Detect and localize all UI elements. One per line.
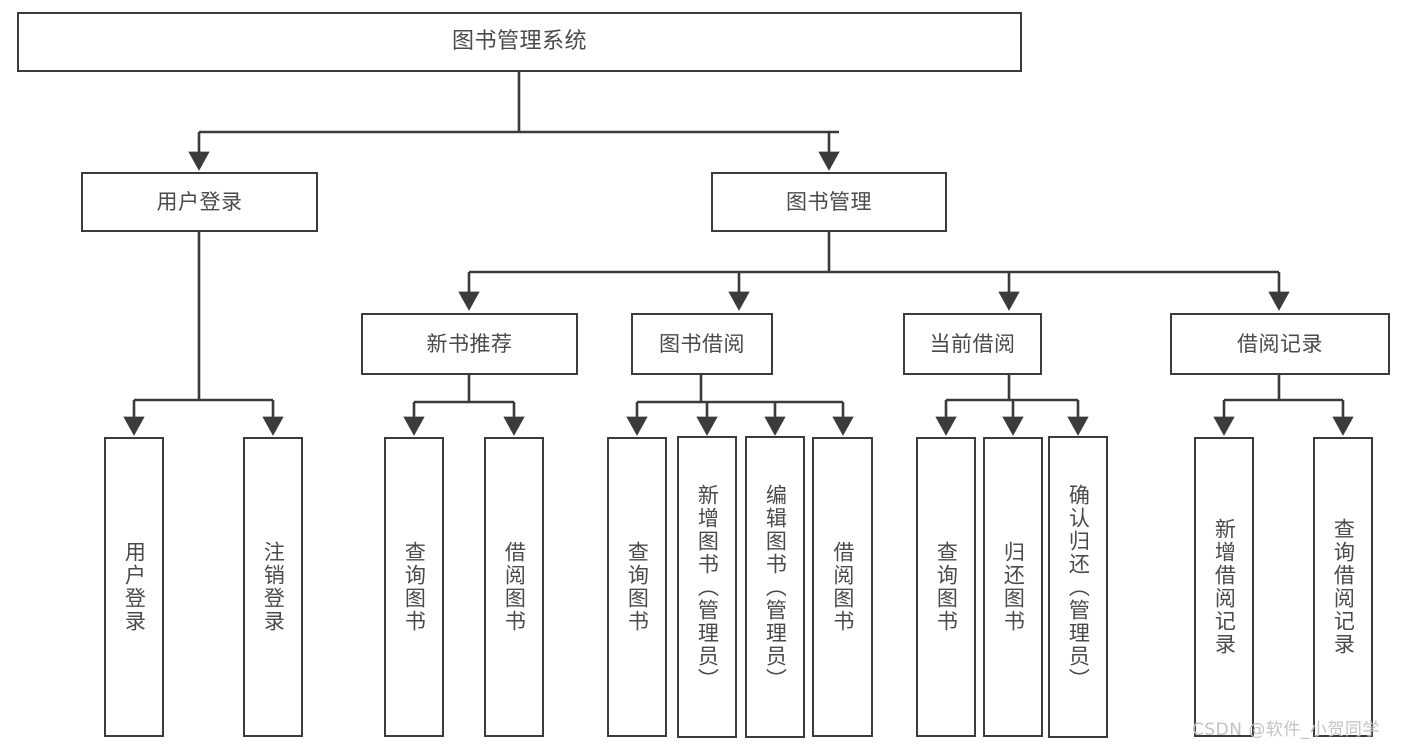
node-label: 当前借阅 [929,331,1016,356]
node-label: 查询图书 [625,541,650,633]
node-label: 确认归还（管理员） [1066,483,1091,691]
node-label: 新增借阅记录 [1212,518,1237,656]
leaf-edit-book-admin[interactable]: 编辑图书（管理员） [745,436,805,738]
node-label: 借阅图书 [502,541,527,633]
node-label: 图书管理 [786,189,872,214]
node-label: 编辑图书（管理员） [763,483,788,691]
leaf-query-book-recommendation[interactable]: 查询图书 [384,437,444,737]
leaf-user-login[interactable]: 用户登录 [104,437,164,737]
leaf-add-book-admin[interactable]: 新增图书（管理员） [677,436,737,738]
node-new-book-recommendation[interactable]: 新书推荐 [361,313,578,375]
node-label: 查询借阅记录 [1331,518,1356,656]
node-label: 用户登录 [122,541,147,633]
node-label: 新增图书（管理员） [695,483,720,691]
node-book-manage[interactable]: 图书管理 [711,172,947,232]
node-label: 查询图书 [402,541,427,633]
node-book-borrow[interactable]: 图书借阅 [631,313,773,375]
leaf-query-book-current[interactable]: 查询图书 [916,437,976,737]
node-label: 图书借阅 [659,331,745,356]
node-label: 查询图书 [934,541,959,633]
leaf-borrow-book-recommendation[interactable]: 借阅图书 [484,437,544,737]
leaf-confirm-return-admin[interactable]: 确认归还（管理员） [1048,436,1108,738]
node-label: 借阅记录 [1237,331,1323,356]
node-label: 图书管理系统 [451,29,587,55]
leaf-query-book-borrow[interactable]: 查询图书 [607,437,667,737]
leaf-add-borrow-record[interactable]: 新增借阅记录 [1194,437,1254,737]
node-borrow-record[interactable]: 借阅记录 [1170,313,1390,375]
leaf-borrow-book-borrow[interactable]: 借阅图书 [812,437,873,737]
node-root-system[interactable]: 图书管理系统 [17,12,1022,72]
leaf-return-book[interactable]: 归还图书 [983,437,1043,737]
leaf-query-borrow-record[interactable]: 查询借阅记录 [1313,437,1373,737]
node-label: 用户登录 [156,189,243,214]
node-label: 注销登录 [261,541,286,633]
leaf-logout[interactable]: 注销登录 [243,437,303,737]
node-label: 新书推荐 [426,331,513,356]
node-current-borrow[interactable]: 当前借阅 [903,313,1042,375]
node-label: 归还图书 [1001,541,1026,633]
node-user-login[interactable]: 用户登录 [81,172,318,232]
node-label: 借阅图书 [830,541,855,633]
csdn-watermark: CSDN @软件_小贺同学 [1192,720,1380,740]
